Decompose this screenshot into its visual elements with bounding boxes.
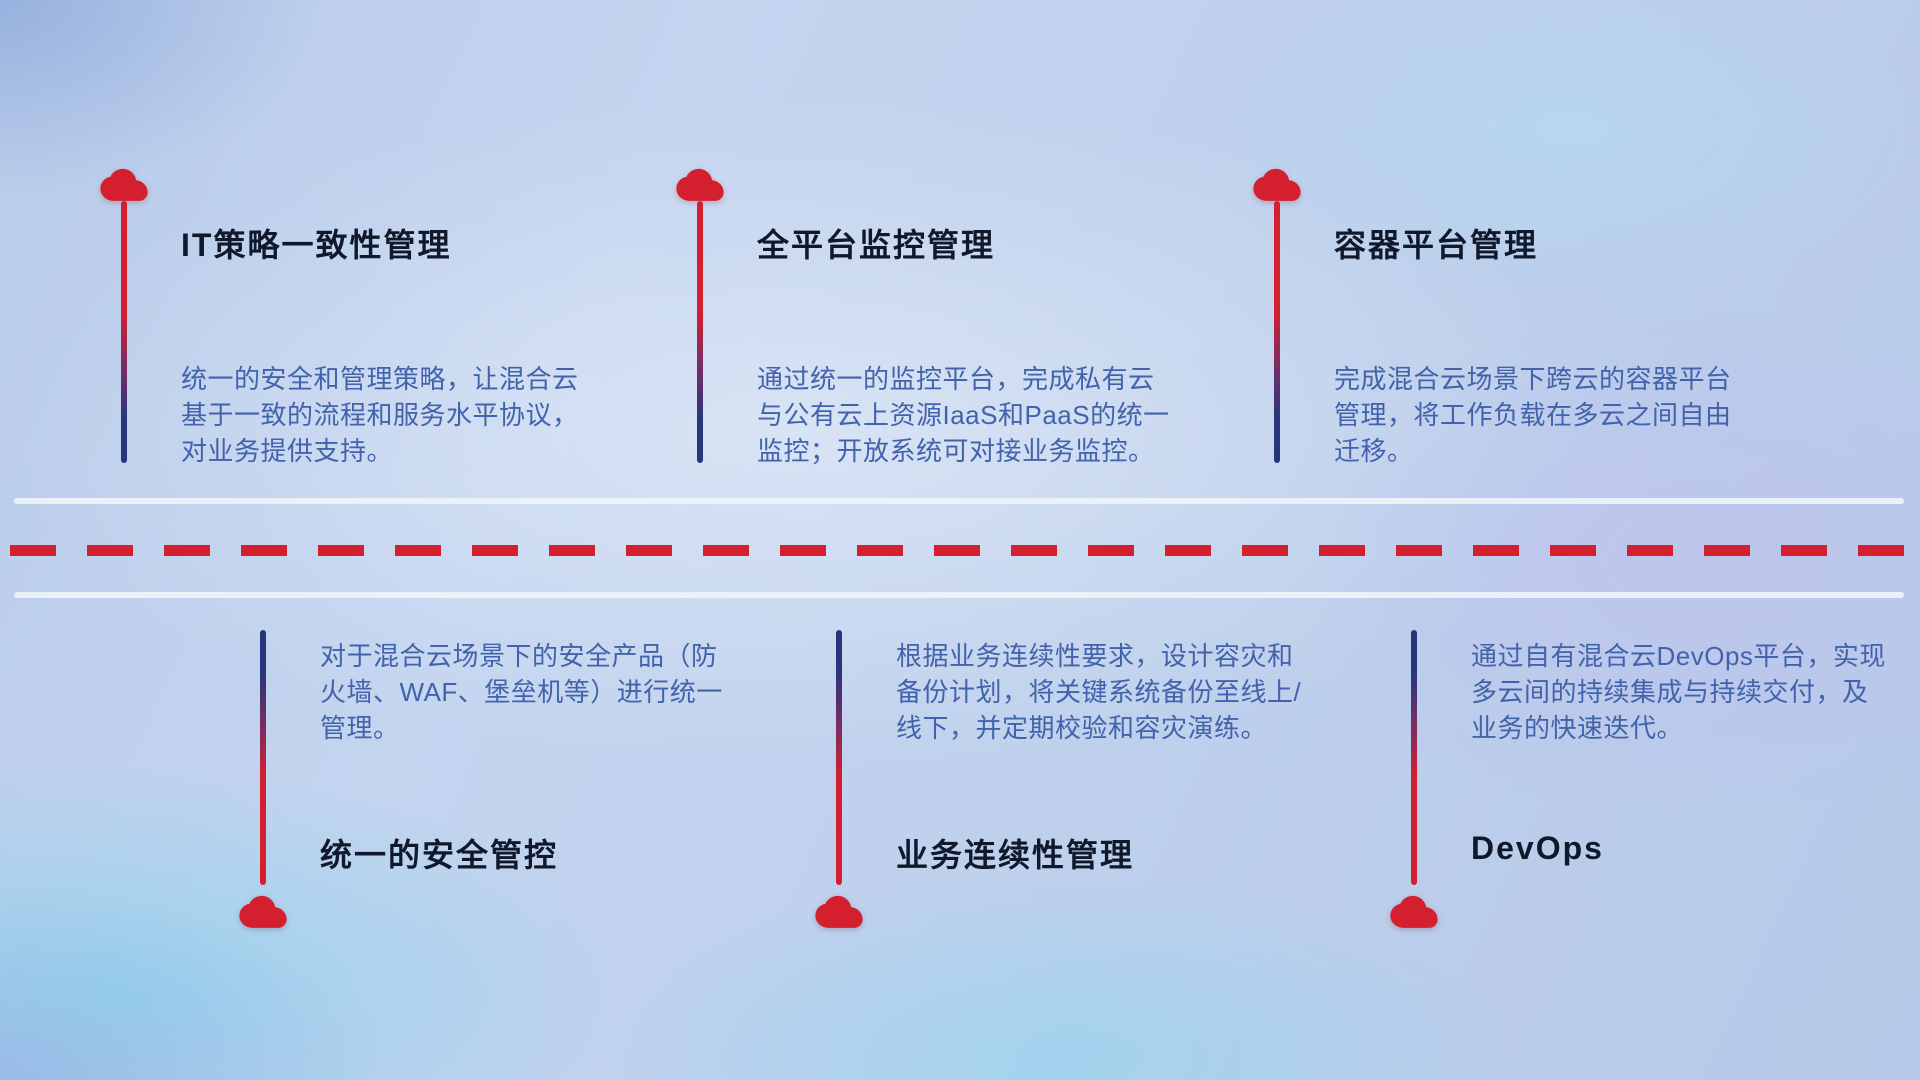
item-description: 对于混合云场景下的安全产品（防火墙、WAF、堡垒机等）进行统一管理。 (320, 641, 723, 743)
item-description: 完成混合云场景下跨云的容器平台管理，将工作负载在多云之间自由迁移。 (1334, 364, 1732, 466)
item-description: 根据业务连续性要求，设计容灾和备份计划，将关键系统备份至线上/线下，并定期校验和… (896, 641, 1302, 743)
item-description: 统一的安全和管理策略，让混合云基于一致的流程和服务水平协议，对业务提供支持。 (181, 364, 579, 466)
item-title: 业务连续性管理 (896, 837, 1135, 873)
cloud-icon (673, 165, 727, 203)
cloud-icon (1250, 165, 1304, 203)
timeline-connector (697, 201, 703, 463)
item-title: 容器平台管理 (1334, 227, 1539, 263)
cloud-icon (1387, 892, 1441, 930)
item-title: 全平台监控管理 (757, 227, 996, 263)
item-title: DevOps (1471, 830, 1604, 866)
item-title: IT策略一致性管理 (181, 227, 452, 263)
cloud-icon (97, 165, 151, 203)
road-line-bottom (14, 592, 1904, 598)
timeline-connector (836, 630, 842, 885)
road-line-top (14, 498, 1904, 504)
item-description: 通过自有混合云DevOps平台，实现多云间的持续集成与持续交付，及业务的快速迭代… (1471, 641, 1886, 743)
road-dashed-centerline (10, 545, 1910, 556)
timeline-connector (1274, 201, 1280, 463)
cloud-icon (812, 892, 866, 930)
item-title: 统一的安全管控 (320, 837, 559, 873)
timeline-connector (260, 630, 266, 885)
cloud-icon (236, 892, 290, 930)
item-description: 通过统一的监控平台，完成私有云与公有云上资源IaaS和PaaS的统一监控；开放系… (757, 364, 1170, 466)
timeline-connector (121, 201, 127, 463)
timeline-connector (1411, 630, 1417, 885)
